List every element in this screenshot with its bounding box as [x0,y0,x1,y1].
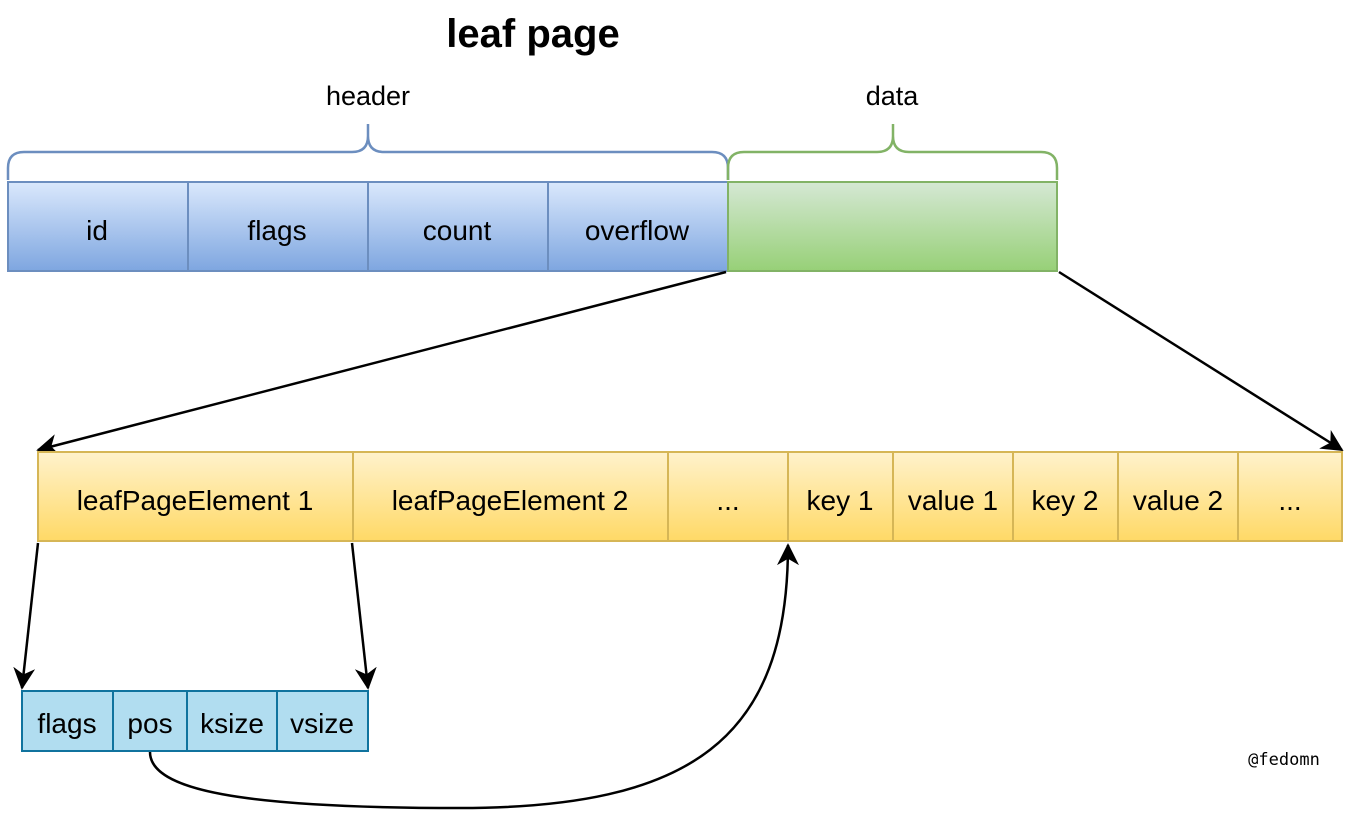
data-field-label: leafPageElement 1 [77,485,314,516]
page-title: leaf page [446,12,619,56]
data-field-label: value 1 [908,485,998,516]
data-field-label: ... [1278,485,1301,516]
data-field-label: leafPageElement 2 [392,485,629,516]
arrow-pos-to-key [148,543,799,810]
header-field-label: flags [247,215,306,246]
arrow-data-to-row-start [36,270,727,456]
data-block [727,181,1058,272]
header-brace [6,124,730,180]
data-field-label: value 2 [1133,485,1223,516]
data-brace [726,124,1059,180]
element-field-label: vsize [290,708,354,739]
arrow-data-to-row-end [1058,270,1344,452]
value-1-cell [892,451,1014,542]
key-2-cell [1012,451,1119,542]
elements-ellipsis-cell [667,451,789,542]
data-field-label: key 1 [807,485,874,516]
data-field-label: key 2 [1032,485,1099,516]
element-flags-cell [21,690,114,752]
data-field-label: ... [716,485,739,516]
header-field-label: id [86,215,108,246]
element-vsize-cell [276,690,369,752]
element-struct-row: flags pos ksize vsize [21,690,369,752]
header-row: id flags count overflow [7,181,729,272]
arrow-element-end [350,542,377,690]
element-field-label: ksize [200,708,264,739]
key-1-cell [787,451,894,542]
header-cell-count [367,181,549,272]
header-cell-flags [187,181,369,272]
leaf-page-element-1 [37,451,354,542]
element-pos-cell [112,690,188,752]
leaf-page-element-2 [352,451,669,542]
header-field-label: count [423,215,492,246]
header-label: header [326,81,410,111]
arrow-element-start [13,542,40,690]
data-row: leafPageElement 1 leafPageElement 2 ... … [37,451,1343,542]
kv-ellipsis-cell [1237,451,1343,542]
element-field-label: flags [37,708,96,739]
credit-label: @fedomn [1248,750,1320,770]
data-label: data [866,81,920,111]
header-cell-id [7,181,189,272]
header-field-label: overflow [585,215,690,246]
element-field-label: pos [127,708,172,739]
